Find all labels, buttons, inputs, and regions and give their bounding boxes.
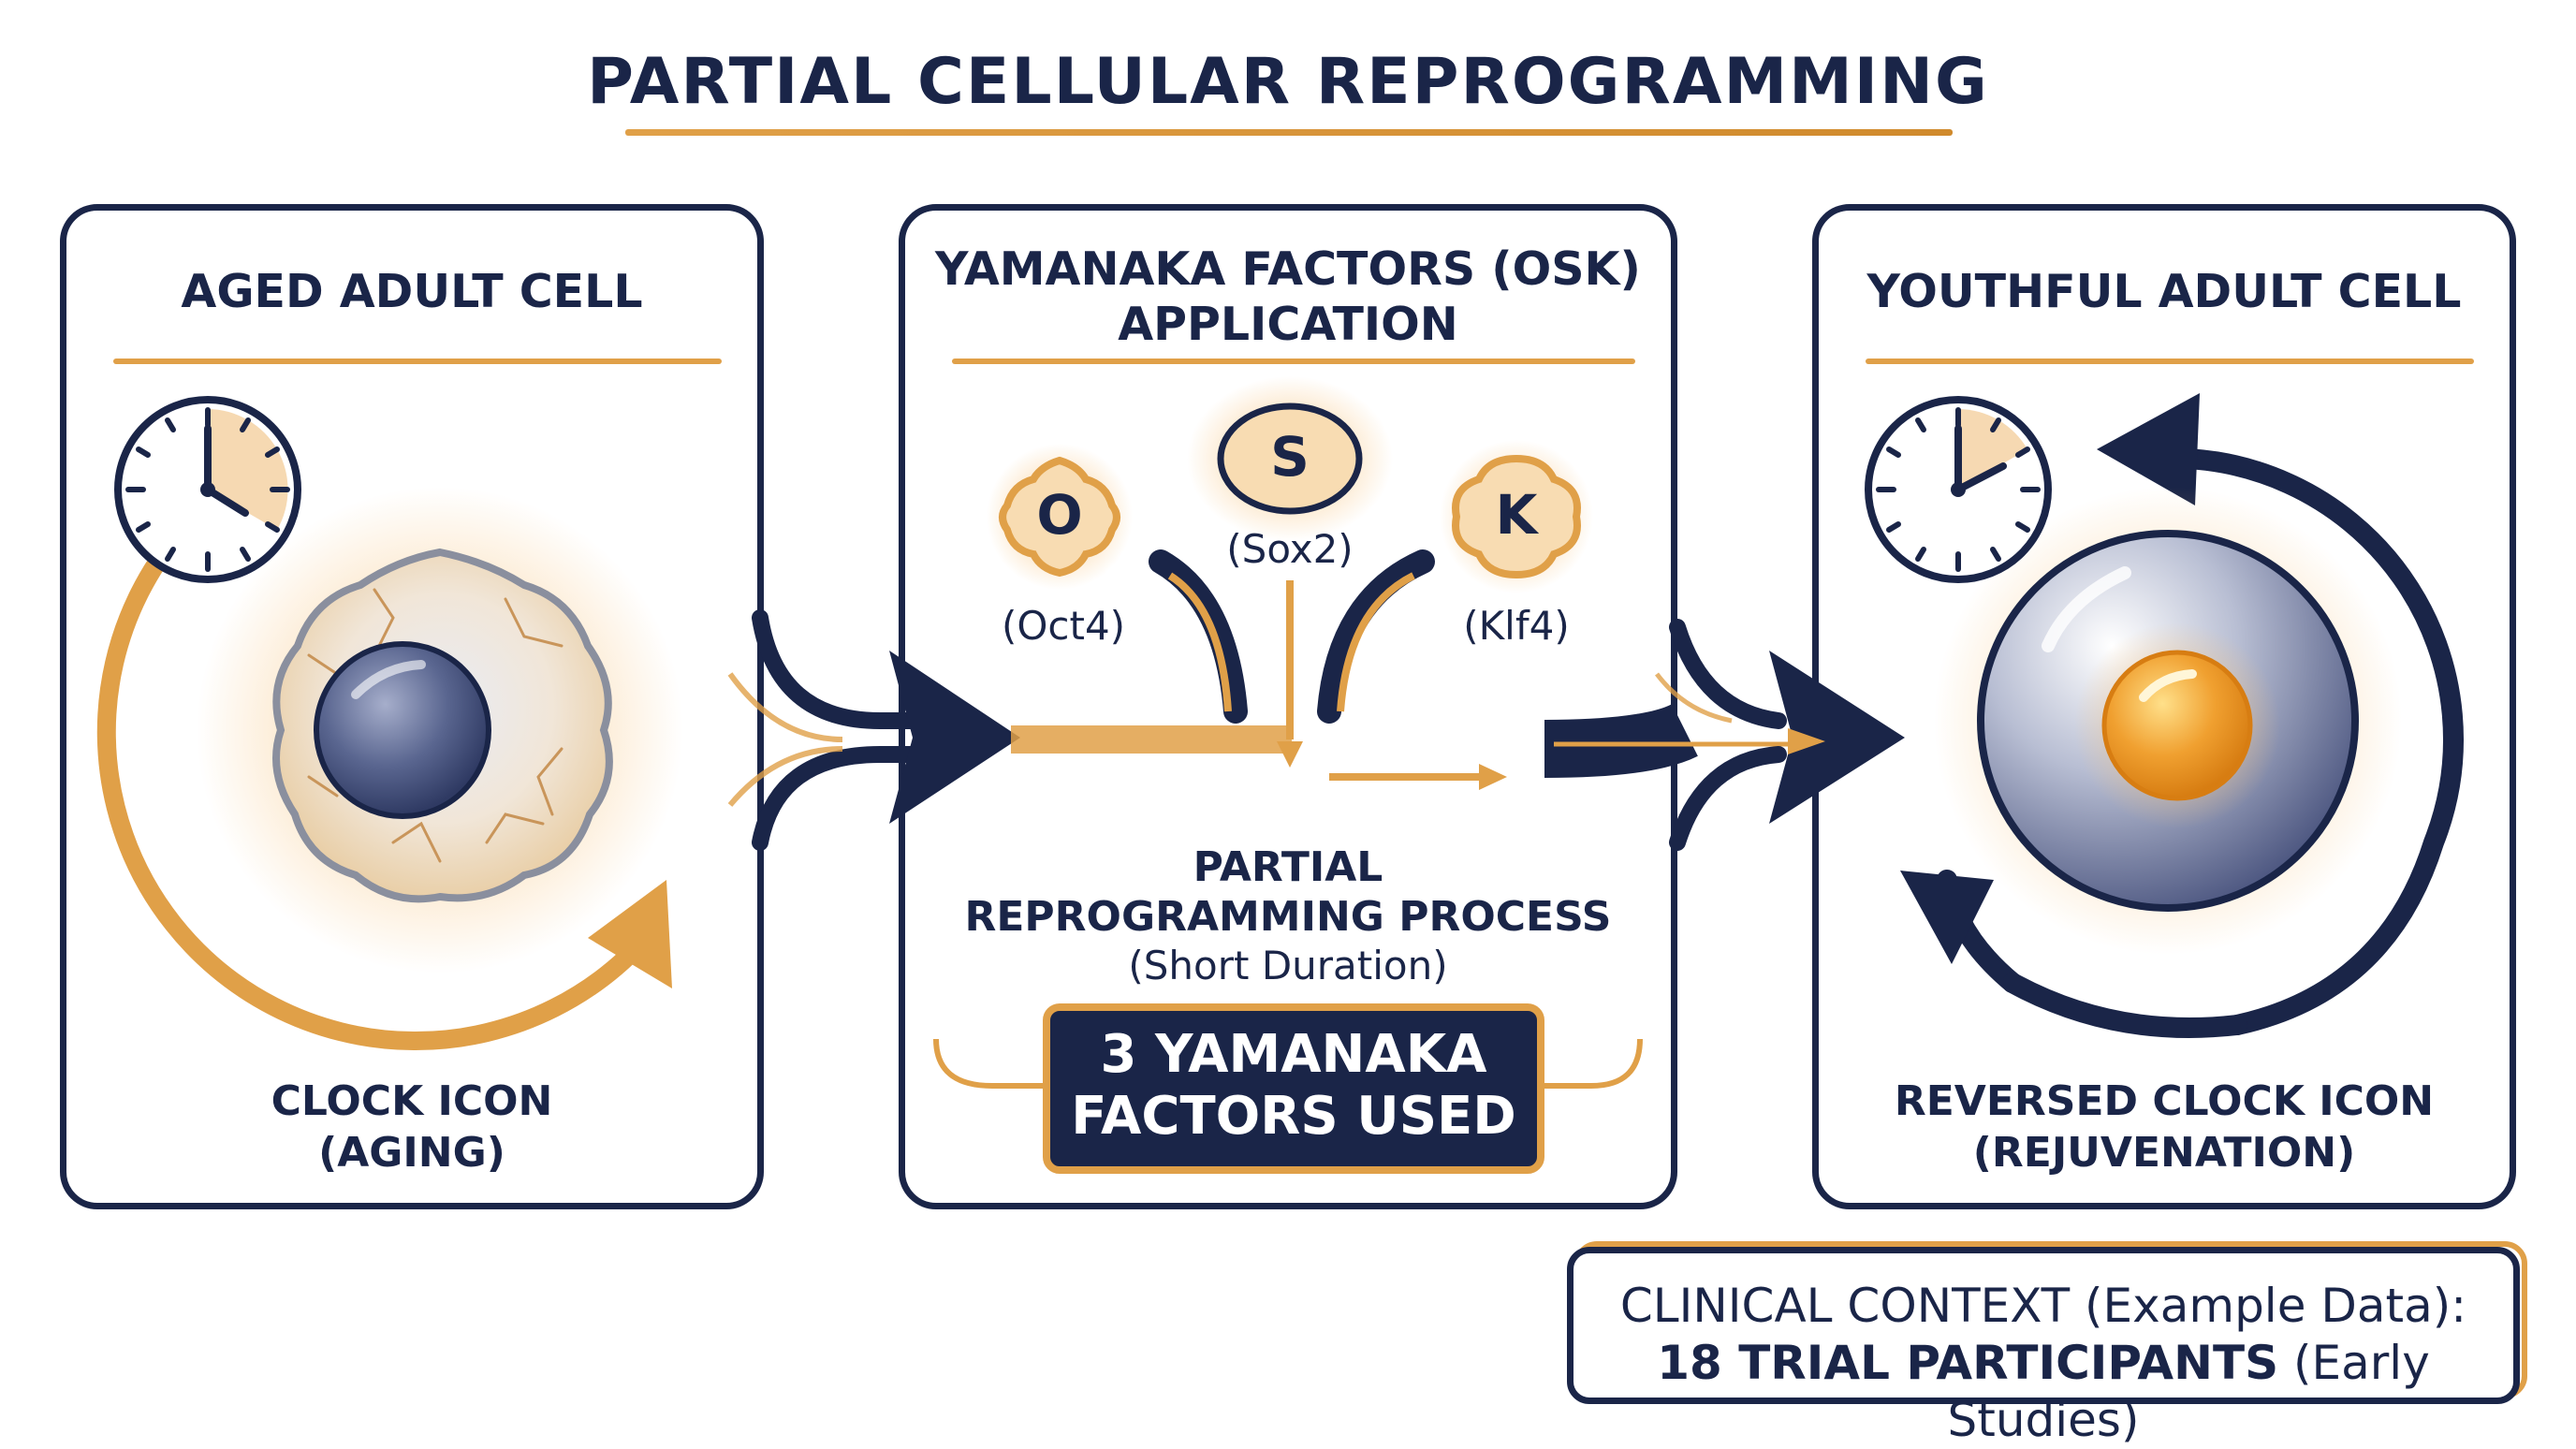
aged-caption: CLOCK ICON (AGING) xyxy=(66,1076,757,1178)
factor-o-shape xyxy=(987,444,1133,590)
flow-arrowhead-2 xyxy=(1769,651,1905,824)
youthful-caption-line1: REVERSED CLOCK ICON xyxy=(1894,1077,2435,1125)
factor-s-letter: S xyxy=(1270,425,1310,489)
flow-arrow-icon-1 xyxy=(727,609,1020,851)
factor-s-name: (Sox2) xyxy=(1226,526,1354,572)
panel-factors-title-line2: APPLICATION xyxy=(1118,297,1458,351)
panel-aged-rule xyxy=(113,359,722,364)
factors-count-line2: FACTORS USED xyxy=(1071,1086,1516,1148)
factors-stream xyxy=(1002,549,1797,790)
factor-k-letter: K xyxy=(1495,483,1538,547)
factors-count-line1: 3 YAMANAKA xyxy=(1100,1024,1487,1085)
flow-arrow-icon-2 xyxy=(1655,619,1905,851)
clinical-context-box: CLINICAL CONTEXT (Example Data): 18 TRIA… xyxy=(1567,1247,2520,1447)
factors-count-box: 3 YAMANAKA FACTORS USED xyxy=(1043,1003,1544,1174)
aging-clock-icon xyxy=(114,396,301,583)
factor-k-name: (Klf4) xyxy=(1463,603,1570,649)
reversed-clock-shade xyxy=(1958,409,2027,490)
factor-k-shape xyxy=(1440,440,1593,593)
panel-factors-title-line1: YAMANAKA FACTORS (OSK) xyxy=(935,242,1641,296)
clinical-line1: CLINICAL CONTEXT (Example Data): xyxy=(1619,1279,2467,1333)
flow-arrowhead-1 xyxy=(889,651,1020,824)
factor-s-shape xyxy=(1187,376,1393,541)
youthful-nucleus xyxy=(2101,650,2253,801)
process-line3: (Short Duration) xyxy=(1128,942,1448,988)
clinical-text: CLINICAL CONTEXT (Example Data): 18 TRIA… xyxy=(1573,1278,2513,1449)
factor-o-name: (Oct4) xyxy=(1001,603,1126,649)
process-line1: PARTIAL xyxy=(1193,843,1383,891)
aged-cycle-arrow-icon xyxy=(96,445,672,1050)
panel-youthful-title: YOUTHFUL ADULT CELL xyxy=(1866,265,2462,318)
aged-caption-line1: CLOCK ICON xyxy=(271,1077,553,1125)
reversed-clock-icon xyxy=(1865,396,2052,583)
clinical-line2-bold: 18 TRIAL PARTICIPANTS xyxy=(1657,1336,2279,1390)
panel-youthful-rule xyxy=(1866,359,2474,364)
aged-cycle-arrowhead xyxy=(588,880,672,988)
rejuvenation-cycle-arrow-icon xyxy=(1900,393,2464,1038)
youthful-caption-line2: (REJUVENATION) xyxy=(1972,1129,2356,1177)
process-label: PARTIAL REPROGRAMMING PROCESS (Short Dur… xyxy=(905,843,1671,989)
process-line2: REPROGRAMMING PROCESS xyxy=(964,892,1612,941)
factor-o-letter: O xyxy=(1036,483,1083,547)
page-title: PARTIAL CELLULAR REPROGRAMMING xyxy=(587,45,1989,119)
aged-caption-line2: (AGING) xyxy=(318,1129,505,1177)
title-underline xyxy=(625,129,1953,136)
panel-factors-rule xyxy=(952,359,1635,364)
panel-factors-title: YAMANAKA FACTORS (OSK) APPLICATION xyxy=(905,242,1671,353)
panel-aged-title: AGED ADULT CELL xyxy=(181,265,643,318)
youthful-caption: REVERSED CLOCK ICON (REJUVENATION) xyxy=(1819,1076,2510,1178)
clinical-line2: 18 TRIAL PARTICIPANTS (Early Studies) xyxy=(1573,1335,2513,1449)
